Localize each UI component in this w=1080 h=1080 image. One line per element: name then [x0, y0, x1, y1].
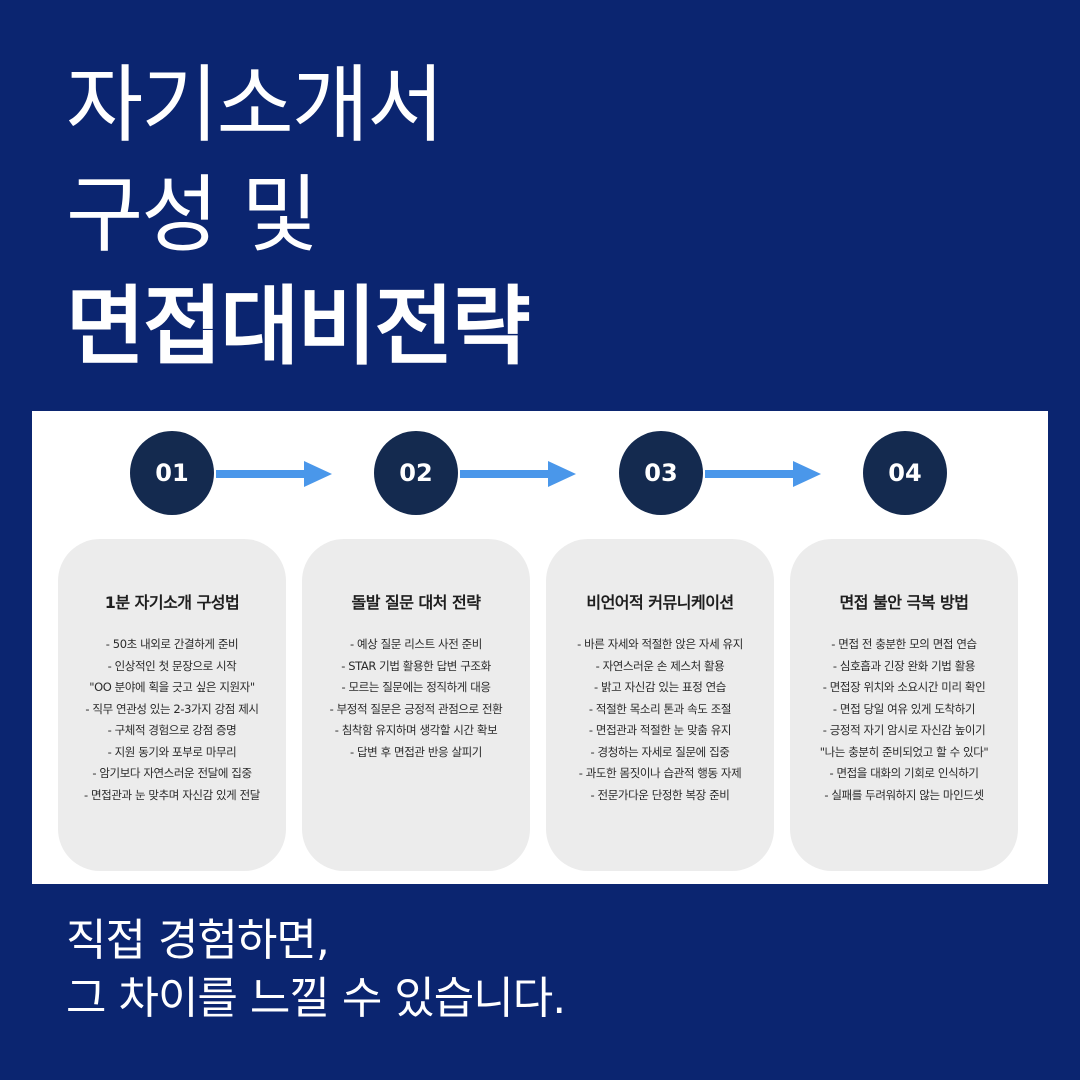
card-list: - 바른 자세와 적절한 앉은 자세 유지 - 자연스러운 손 제스처 활용 -… [546, 634, 774, 806]
list-item: - 전문가다운 단정한 복장 준비 [590, 787, 730, 802]
card-list: - 50초 내외로 간결하게 준비 - 인상적인 첫 문장으로 시작 "OO 분… [58, 634, 286, 806]
list-item: - 긍정적 자기 암시로 자신감 높이기 [822, 723, 986, 737]
footer-message: 직접 경험하면, 그 차이를 느낄 수 있습니다. [66, 912, 566, 1028]
headline-line-2: 구성 및 [66, 166, 319, 264]
list-item: - 적절한 목소리 톤과 속도 조절 [588, 701, 732, 716]
step-number-3: 03 [619, 431, 703, 515]
list-item: - 부정적 질문은 긍정적 관점으로 전환 [329, 701, 503, 716]
card-self-introduction: 1분 자기소개 구성법 - 50초 내외로 간결하게 준비 - 인상적인 첫 문… [58, 539, 286, 871]
arrow-right-icon [216, 461, 332, 487]
list-item: - 심호흡과 긴장 완화 기법 활용 [832, 658, 976, 673]
list-item: "OO 분야에 획을 긋고 싶은 지원자" [89, 680, 255, 694]
card-list: - 예상 질문 리스트 사전 준비 - STAR 기법 활용한 답변 구조화 -… [302, 634, 530, 763]
list-item: - 바른 자세와 적절한 앉은 자세 유지 [577, 637, 743, 651]
arrow-right-icon [460, 461, 576, 487]
footer-line-1: 직접 경험하면, [66, 915, 330, 966]
list-item: - 실패를 두려워하지 않는 마인드셋 [824, 787, 984, 802]
card-title: 돌발 질문 대처 전략 [351, 593, 481, 612]
step-number-1: 01 [130, 431, 214, 515]
step-number-4: 04 [863, 431, 947, 515]
arrow-right-icon [705, 461, 821, 487]
list-item: - 모르는 질문에는 정직하게 대응 [341, 680, 491, 694]
list-item: - 침착함 유지하며 생각할 시간 확보 [334, 723, 498, 737]
card-title: 면접 불안 극복 방법 [839, 593, 969, 612]
list-item: - 암기보다 자연스러운 전달에 집중 [92, 766, 252, 780]
list-item: - STAR 기법 활용한 답변 구조화 [341, 658, 491, 673]
card-interview-anxiety: 면접 불안 극복 방법 - 면접 전 충분한 모의 면접 연습 - 심호흡과 긴… [790, 539, 1018, 871]
headline-line-3: 면접대비전략 [66, 277, 531, 377]
list-item: - 면접 전 충분한 모의 면접 연습 [831, 637, 977, 651]
card-title: 1분 자기소개 구성법 [104, 593, 240, 612]
list-item: - 직무 연관성 있는 2-3가지 강점 제시 [85, 701, 259, 716]
list-item: - 면접관과 눈 맞추며 자신감 있게 전달 [84, 787, 260, 802]
list-item: - 예상 질문 리스트 사전 준비 [349, 637, 482, 651]
step-number-2: 02 [374, 431, 458, 515]
step-flow: 01 02 03 04 [32, 411, 1048, 536]
list-item: - 구체적 경험으로 강점 증명 [107, 723, 237, 737]
list-item: - 경청하는 자세로 질문에 집중 [590, 744, 730, 759]
card-list: - 면접 전 충분한 모의 면접 연습 - 심호흡과 긴장 완화 기법 활용 -… [790, 634, 1018, 806]
strategy-panel: 01 02 03 04 1분 자기소개 구성법 - 50초 내외로 간결하게 준… [32, 411, 1048, 884]
footer-line-2: 그 차이를 느낄 수 있습니다. [66, 973, 566, 1024]
list-item: "나는 충분히 준비되었고 할 수 있다" [819, 744, 989, 759]
card-nonverbal-communication: 비언어적 커뮤니케이션 - 바른 자세와 적절한 앉은 자세 유지 - 자연스러… [546, 539, 774, 871]
headline-line-1: 자기소개서 [66, 56, 444, 154]
headline: 자기소개서 구성 및 면접대비전략 [66, 50, 531, 384]
list-item: - 면접을 대화의 기회로 인식하기 [829, 766, 979, 780]
list-item: - 과도한 몸짓이나 습관적 행동 자제 [578, 766, 742, 780]
list-item: - 50초 내외로 간결하게 준비 [105, 637, 239, 651]
card-unexpected-questions: 돌발 질문 대처 전략 - 예상 질문 리스트 사전 준비 - STAR 기법 … [302, 539, 530, 871]
list-item: - 면접 당일 여유 있게 도착하기 [832, 701, 976, 716]
list-item: - 면접장 위치와 소요시간 미리 확인 [822, 680, 986, 694]
list-item: - 면접관과 적절한 눈 맞춤 유지 [588, 723, 732, 737]
list-item: - 자연스러운 손 제스처 활용 [595, 658, 725, 673]
list-item: - 답변 후 면접관 반응 살피기 [349, 744, 482, 759]
card-title: 비언어적 커뮤니케이션 [586, 593, 734, 612]
list-item: - 인상적인 첫 문장으로 시작 [107, 658, 237, 673]
list-item: - 밝고 자신감 있는 표정 연습 [593, 680, 726, 694]
list-item: - 지원 동기와 포부로 마무리 [107, 744, 237, 759]
